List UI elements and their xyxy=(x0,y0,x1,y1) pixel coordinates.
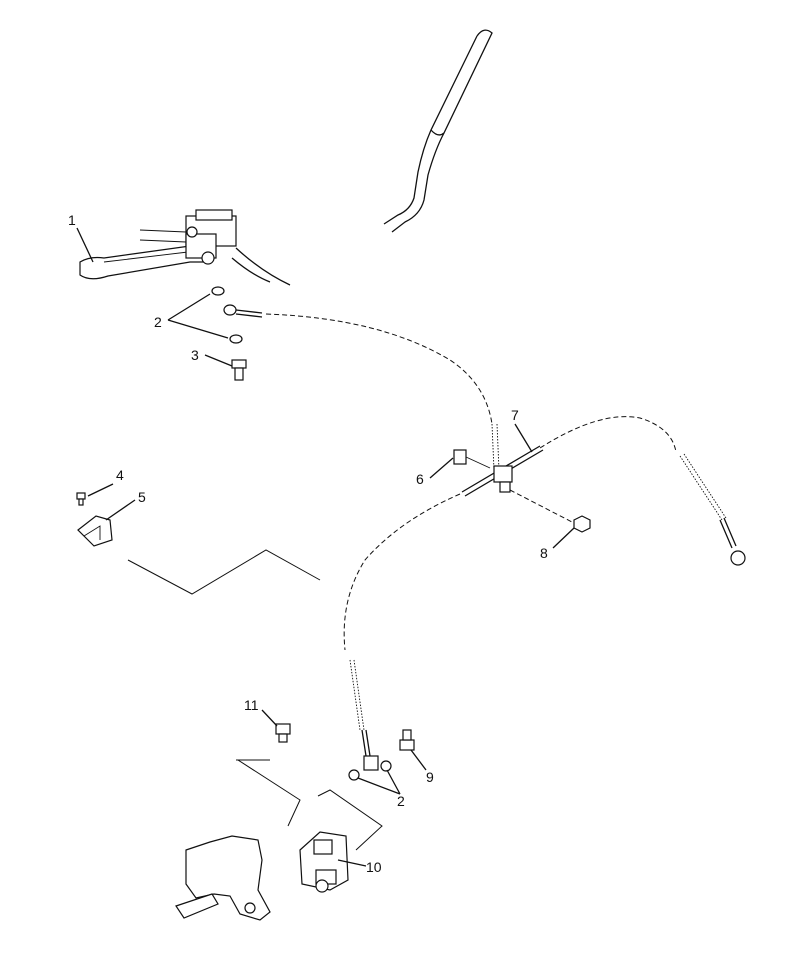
callout-1: 1 xyxy=(68,212,76,228)
hose-clip xyxy=(77,515,113,547)
leader-lines xyxy=(76,227,575,867)
callout-2-upper: 2 xyxy=(154,314,162,330)
callout-4: 4 xyxy=(116,467,124,483)
brake-caliper xyxy=(299,831,349,893)
banjo-bolt xyxy=(231,359,247,381)
callout-labels: 1 2 3 4 5 6 7 8 9 10 11 2 xyxy=(68,212,548,875)
bolt-9 xyxy=(399,729,415,751)
assembly-guides xyxy=(127,549,383,851)
clamp-bolt xyxy=(453,449,491,469)
callout-10: 10 xyxy=(366,859,382,875)
callout-8: 8 xyxy=(540,545,548,561)
callout-7: 7 xyxy=(511,407,519,423)
upper-washers-and-fitting xyxy=(211,286,263,344)
callout-3: 3 xyxy=(191,347,199,363)
callout-6: 6 xyxy=(416,471,424,487)
callout-2-lower: 2 xyxy=(397,793,405,809)
master-cylinder-lever xyxy=(79,209,237,280)
steering-knuckle xyxy=(175,835,271,921)
callout-9: 9 xyxy=(426,769,434,785)
callout-11: 11 xyxy=(244,697,259,713)
lower-washers xyxy=(348,760,392,781)
hose-clamp xyxy=(493,465,513,493)
callout-5: 5 xyxy=(138,489,146,505)
brake-hose xyxy=(265,313,746,771)
screw-small xyxy=(76,492,86,506)
clamp-nut xyxy=(509,489,591,533)
handlebar xyxy=(231,29,493,286)
bolt-11 xyxy=(275,723,291,743)
